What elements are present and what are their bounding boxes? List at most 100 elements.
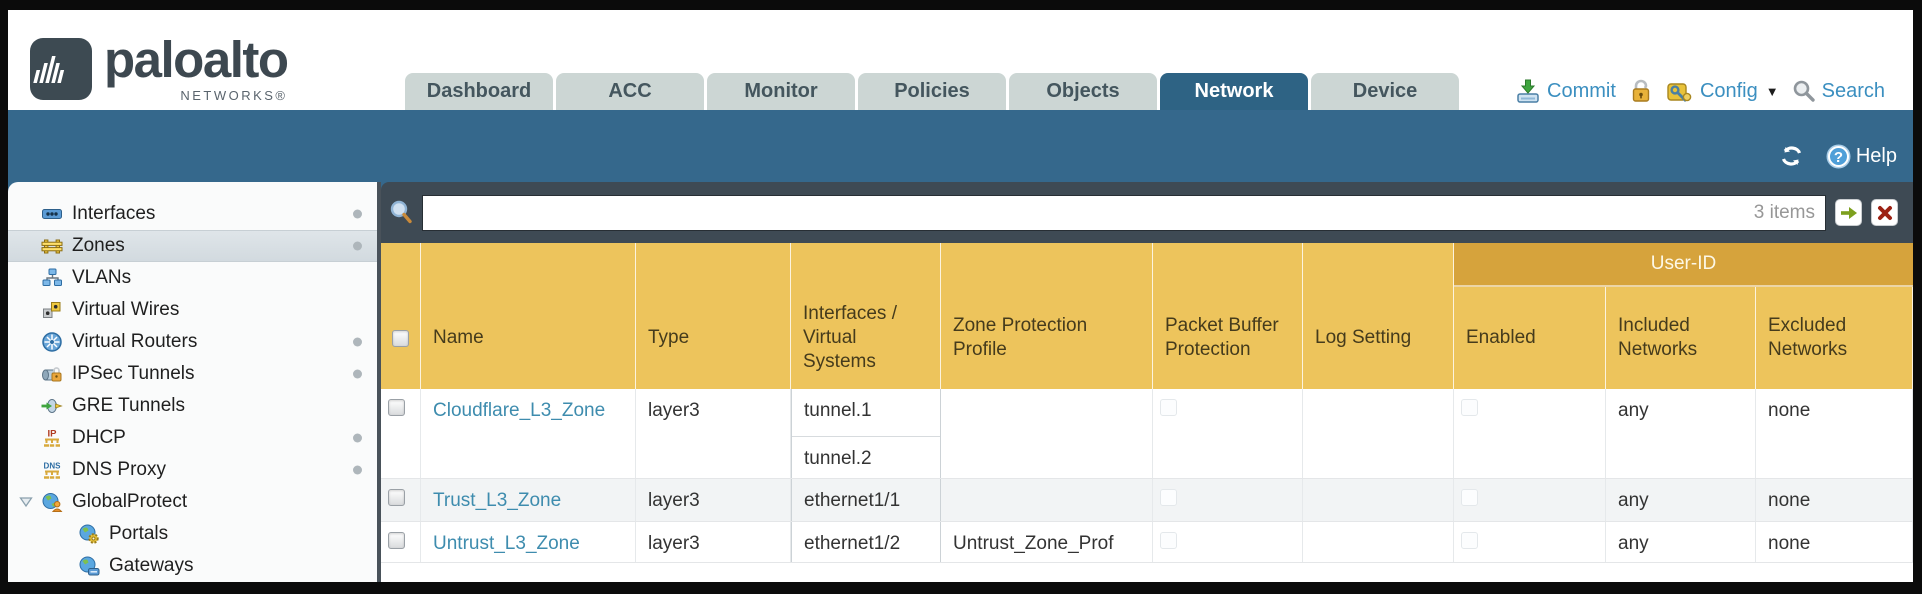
sidebar-item-dns-proxy[interactable]: DNS DNS Proxy [8, 454, 377, 486]
packet-buffer-protection-checkbox [1160, 489, 1177, 506]
excluded-networks-cell: none [1756, 479, 1913, 521]
tab-device[interactable]: Device [1311, 73, 1459, 110]
column-header-log-setting[interactable]: Log Setting [1303, 243, 1454, 389]
gateways-icon [79, 556, 100, 576]
caret-down-icon: ▼ [1765, 83, 1779, 99]
row-checkbox[interactable] [388, 532, 405, 549]
sidebar-item-label: IPSec Tunnels [72, 363, 195, 384]
column-header-name[interactable]: Name [421, 243, 636, 389]
tab-monitor[interactable]: Monitor [707, 73, 855, 110]
sidebar-item-vlans[interactable]: VLANs [8, 262, 377, 294]
tab-network[interactable]: Network [1160, 73, 1308, 110]
zone-protection-profile-cell [941, 479, 1153, 521]
sidebar-item-portals[interactable]: Portals [8, 518, 377, 550]
column-header-zone-protection-profile[interactable]: Zone Protection Profile [941, 243, 1153, 389]
sidebar-item-interfaces[interactable]: Interfaces [8, 198, 377, 230]
tab-acc[interactable]: ACC [556, 73, 704, 110]
sidebar-item-zones[interactable]: Zones [8, 230, 377, 262]
status-dot [353, 241, 362, 251]
apply-filter-button[interactable] [1835, 199, 1862, 226]
zone-name-cell: Untrust_L3_Zone [421, 522, 636, 562]
top-header-bar: paloalto NETWORKS® Dashboard ACC Monitor… [8, 10, 1913, 110]
config-label: Config [1699, 79, 1758, 102]
row-select-cell [381, 479, 421, 521]
interface-entry: ethernet1/2 [804, 533, 901, 554]
sidebar-item-label: Virtual Routers [72, 331, 198, 352]
zone-protection-profile-cell: Untrust_Zone_Prof [941, 522, 1153, 562]
zone-name-link[interactable]: Cloudflare_L3_Zone [433, 400, 606, 421]
sidebar-item-virtual-routers[interactable]: Virtual Routers [8, 326, 377, 358]
commit-button[interactable]: Commit [1515, 78, 1616, 104]
vlans-icon [42, 268, 62, 286]
sidebar-item-ipsec-tunnels[interactable]: IPSec Tunnels [8, 358, 377, 390]
tab-objects[interactable]: Objects [1009, 73, 1157, 110]
zone-name-link[interactable]: Untrust_L3_Zone [433, 533, 580, 554]
main-panel: 3 items [381, 182, 1913, 582]
log-setting-cell [1303, 522, 1454, 562]
filter-input[interactable] [433, 201, 1754, 224]
sidebar-item-dhcp[interactable]: IP DHCP [8, 422, 377, 454]
sidebar-item-gre-tunnels[interactable]: GRE Tunnels [8, 390, 377, 422]
user-id-enabled-checkbox [1461, 399, 1478, 416]
clear-filter-button[interactable] [1871, 199, 1898, 226]
svg-text:IP: IP [48, 429, 58, 440]
status-dot [353, 369, 362, 379]
log-setting-cell [1303, 389, 1454, 478]
row-checkbox[interactable] [388, 399, 405, 416]
column-header-enabled[interactable]: Enabled [1454, 243, 1606, 389]
row-checkbox[interactable] [388, 489, 405, 506]
svg-text:DNS: DNS [44, 462, 62, 471]
table-empty-space [381, 563, 1913, 582]
apply-filter-arrow-icon [1840, 206, 1857, 219]
tab-policies[interactable]: Policies [858, 73, 1006, 110]
table-row: Cloudflare_L3_Zone layer3 tunnel.1 tunne… [381, 389, 1913, 479]
packet-buffer-protection-checkbox [1160, 399, 1177, 416]
content-area: Interfaces Zones VLANs Virtual Wires Vir… [8, 182, 1913, 582]
row-select-cell [381, 389, 421, 478]
lock-icon[interactable] [1629, 78, 1653, 104]
table-row: Trust_L3_Zone layer3 ethernet1/1 any non… [381, 479, 1913, 522]
logo-sub-text: NETWORKS® [180, 88, 288, 103]
logo-brand-text: paloalto [104, 31, 289, 88]
sidebar-item-label: DNS Proxy [72, 459, 166, 480]
column-header-interfaces[interactable]: Interfaces / Virtual Systems [791, 243, 941, 389]
sidebar-item-gateways[interactable]: Gateways [8, 550, 377, 582]
item-count: 3 items [1753, 201, 1815, 223]
sidebar-item-globalprotect[interactable]: GlobalProtect [8, 486, 377, 518]
zone-protection-profile-cell [941, 389, 1153, 478]
zone-name-link[interactable]: Trust_L3_Zone [433, 490, 562, 511]
sidebar-item-virtual-wires[interactable]: Virtual Wires [8, 294, 377, 326]
column-header-type[interactable]: Type [636, 243, 791, 389]
packet-buffer-protection-cell [1153, 522, 1303, 562]
status-dot [353, 209, 362, 219]
help-button[interactable]: ? Help [1825, 143, 1897, 170]
status-dot [353, 337, 362, 347]
collapse-triangle-icon[interactable] [19, 496, 33, 508]
zone-type-cell: layer3 [636, 522, 791, 562]
search-label: Search [1821, 79, 1885, 102]
sidebar-item-label: Portals [109, 523, 169, 544]
help-label: Help [1855, 144, 1897, 167]
zone-type-cell: layer3 [636, 479, 791, 521]
refresh-icon[interactable] [1778, 144, 1805, 168]
included-networks-cell: any [1606, 389, 1756, 478]
column-header-packet-buffer-protection[interactable]: Packet Buffer Protection [1153, 243, 1303, 389]
globalprotect-icon [42, 493, 63, 512]
tab-dashboard[interactable]: Dashboard [405, 73, 553, 110]
zones-table: Name Type Interfaces / Virtual Systems Z… [381, 243, 1913, 582]
select-all-checkbox[interactable] [392, 329, 409, 347]
ipsec-tunnels-icon [42, 367, 62, 382]
zone-interfaces-cell: ethernet1/2 [791, 522, 941, 562]
top-action-bar: Commit Config ▼ [1515, 78, 1885, 104]
search-button[interactable]: Search [1792, 79, 1885, 103]
packet-buffer-protection-checkbox [1160, 532, 1177, 549]
column-header-included-networks[interactable]: Included Networks [1606, 243, 1756, 389]
zones-icon [41, 239, 63, 254]
column-header-excluded-networks[interactable]: Excluded Networks [1756, 243, 1913, 389]
log-setting-cell [1303, 479, 1454, 521]
table-header: Name Type Interfaces / Virtual Systems Z… [381, 243, 1913, 389]
config-menu-button[interactable]: Config ▼ [1666, 78, 1779, 104]
svg-text:?: ? [1834, 149, 1843, 166]
user-id-enabled-cell [1454, 522, 1606, 562]
